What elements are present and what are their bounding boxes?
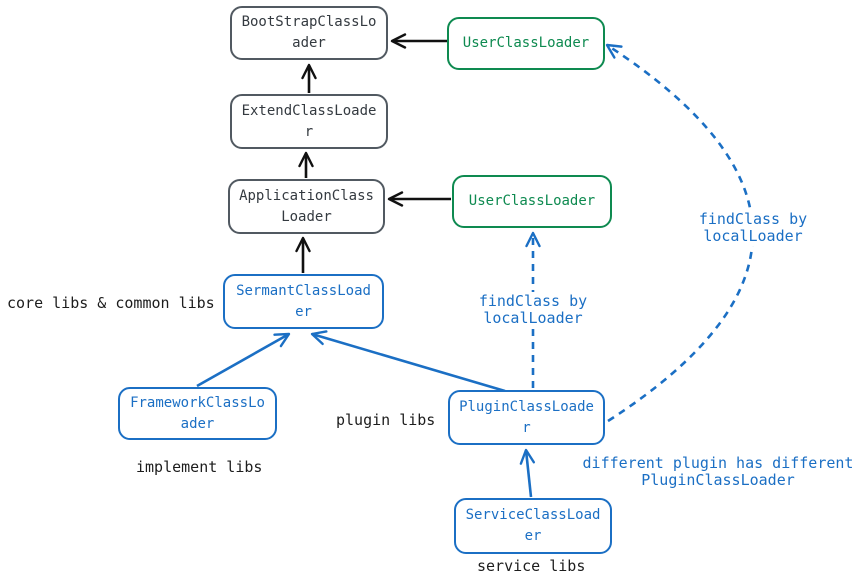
node-sermant-classloader: SermantClassLoader [223, 274, 384, 329]
annotation-findclass-right: findClass by localLoader [688, 210, 818, 246]
annotation-line: PluginClassLoader [641, 471, 795, 489]
label-core-libs: core libs & common libs [7, 294, 215, 312]
annotation-findclass-mid: findClass by localLoader [468, 292, 598, 328]
arrow-service-to-plugin [519, 448, 536, 498]
annotation-line: localLoader [483, 309, 583, 327]
node-user-classloader-top: UserClassLoader [447, 17, 605, 70]
annotation-line: localLoader [703, 227, 803, 245]
arrow-plugin-to-sermant [310, 330, 506, 393]
node-bootstrap-classloader: BootStrapClassLoader [230, 6, 388, 60]
node-label: FrameworkClassLoader [130, 394, 265, 432]
label-service-libs: service libs [477, 557, 586, 575]
node-label: ExtendClassLoader [241, 102, 377, 140]
node-label: SermantClassLoader [236, 282, 371, 320]
node-label: PluginClassLoader [459, 398, 594, 436]
label-plugin-libs: plugin libs [336, 411, 436, 429]
annotation-line: findClass by [478, 292, 588, 310]
node-label: ApplicationClassLoader [239, 187, 374, 225]
node-label: UserClassLoader [468, 193, 596, 209]
arrow-framework-to-sermant [196, 332, 291, 388]
arrow-plugin-to-usertop-dashed [605, 43, 754, 423]
node-user-classloader-mid: UserClassLoader [452, 175, 612, 228]
node-plugin-classloader: PluginClassLoader [448, 390, 605, 445]
node-label: BootStrapClassLoader [241, 14, 377, 51]
annotation-different-plugin: different plugin has different PluginCla… [578, 454, 858, 490]
node-extend-classloader: ExtendClassLoader [230, 94, 388, 149]
annotation-line: different plugin has different [582, 454, 854, 472]
node-framework-classloader: FrameworkClassLoader [118, 387, 277, 440]
annotation-line: findClass by [698, 210, 808, 228]
node-application-classloader: ApplicationClassLoader [228, 179, 385, 234]
label-implement-libs: implement libs [136, 458, 263, 476]
node-label: ServiceClassLoader [465, 507, 601, 544]
node-label: UserClassLoader [462, 35, 590, 51]
node-service-classloader: ServiceClassLoader [454, 498, 612, 554]
